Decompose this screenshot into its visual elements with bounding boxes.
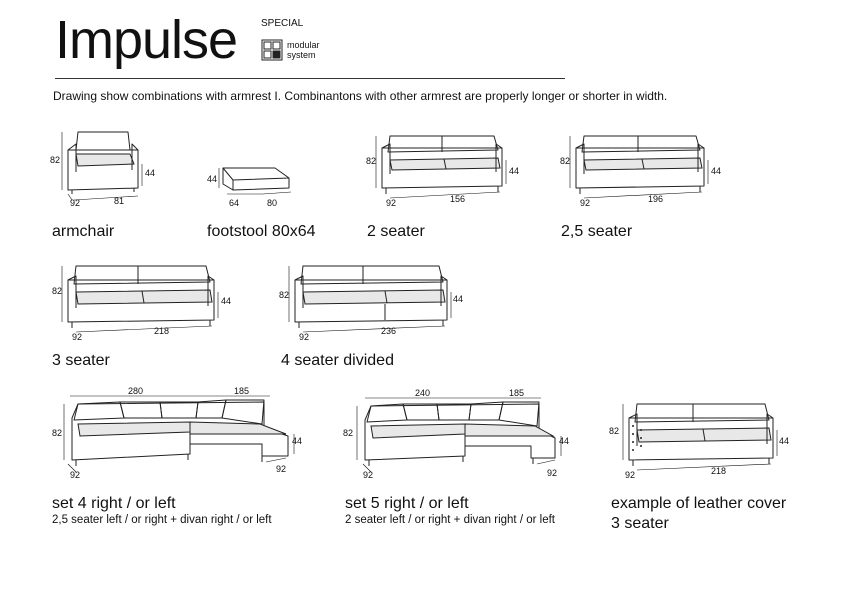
set5-depth2: 92 bbox=[547, 468, 557, 478]
three-seater-seat: 44 bbox=[221, 296, 231, 306]
armchair-height: 82 bbox=[50, 155, 60, 165]
leather-depth: 92 bbox=[625, 470, 635, 480]
footstool-depth: 64 bbox=[229, 198, 239, 208]
two-seater-height: 82 bbox=[366, 156, 376, 166]
set5-seat: 44 bbox=[559, 436, 569, 446]
three-seater-depth: 92 bbox=[72, 332, 82, 342]
armchair-seat: 44 bbox=[145, 168, 155, 178]
set4-drawing: 280 185 82 44 92 92 bbox=[52, 386, 302, 480]
set4-subcaption: 2,5 seater left / or right + divan right… bbox=[52, 514, 272, 526]
two-seater-depth: 92 bbox=[386, 198, 396, 208]
modular-label-line2: system bbox=[287, 50, 316, 60]
two-half-seater-drawing: 82 44 92 196 bbox=[560, 135, 721, 208]
armchair-drawing: 82 44 92 81 bbox=[50, 131, 155, 208]
leather-caption-2: 3 seater bbox=[611, 515, 669, 532]
four-seater-width: 236 bbox=[381, 326, 396, 336]
set5-height: 82 bbox=[343, 428, 353, 438]
leather-drawing: 82 44 92 218 bbox=[609, 403, 789, 480]
two-half-seater-depth: 92 bbox=[580, 198, 590, 208]
header-divider bbox=[55, 78, 565, 79]
set4-depth: 92 bbox=[70, 470, 80, 480]
modular-label-line1: modular bbox=[287, 40, 320, 50]
modular-system-label: modular system bbox=[287, 40, 320, 60]
set5-subcaption: 2 seater left / or right + divan right /… bbox=[345, 514, 555, 526]
intro-text: Drawing show combinations with armrest I… bbox=[53, 89, 668, 103]
set4-height: 82 bbox=[52, 428, 62, 438]
set4-width: 280 bbox=[128, 386, 143, 396]
leather-width: 218 bbox=[711, 466, 726, 476]
two-seater-drawing: 82 44 92 156 bbox=[366, 135, 519, 208]
set4-width2: 185 bbox=[234, 386, 249, 396]
set4-caption: set 4 right / or left bbox=[52, 495, 176, 512]
footstool-drawing: 44 64 80 bbox=[207, 167, 292, 208]
four-seater-depth: 92 bbox=[299, 332, 309, 342]
leather-height: 82 bbox=[609, 426, 619, 436]
modular-system-icon bbox=[261, 39, 283, 61]
footstool-caption: footstool 80x64 bbox=[207, 223, 316, 240]
two-half-seater-seat: 44 bbox=[711, 166, 721, 176]
two-half-seater-width: 196 bbox=[648, 194, 663, 204]
special-label: SPECIAL bbox=[261, 18, 304, 29]
two-seater-seat: 44 bbox=[509, 166, 519, 176]
set5-width2: 185 bbox=[509, 388, 524, 398]
set4-depth2: 92 bbox=[276, 464, 286, 474]
four-seater-caption: 4 seater divided bbox=[281, 352, 394, 369]
set5-caption: set 5 right / or left bbox=[345, 495, 469, 512]
two-half-seater-caption: 2,5 seater bbox=[561, 223, 633, 240]
four-seater-drawing: 82 44 92 236 bbox=[279, 265, 463, 342]
three-seater-height: 82 bbox=[52, 286, 62, 296]
armchair-caption: armchair bbox=[52, 223, 115, 240]
three-seater-width: 218 bbox=[154, 326, 169, 336]
two-seater-caption: 2 seater bbox=[367, 223, 425, 240]
set5-width: 240 bbox=[415, 388, 430, 398]
page-title: Impulse bbox=[55, 10, 238, 70]
two-seater-width: 156 bbox=[450, 194, 465, 204]
leather-caption: example of leather cover bbox=[611, 495, 787, 512]
tufting-dots bbox=[632, 425, 642, 451]
set5-drawing: 240 185 82 44 92 92 bbox=[343, 388, 569, 480]
leather-seat: 44 bbox=[779, 436, 789, 446]
two-half-seater-height: 82 bbox=[560, 156, 570, 166]
footstool-width: 80 bbox=[267, 198, 277, 208]
armchair-width: 81 bbox=[114, 196, 124, 206]
three-seater-caption: 3 seater bbox=[52, 352, 110, 369]
footstool-height: 44 bbox=[207, 174, 217, 184]
three-seater-drawing: 82 44 92 218 bbox=[52, 265, 231, 342]
four-seater-height: 82 bbox=[279, 290, 289, 300]
armchair-depth: 92 bbox=[70, 198, 80, 208]
set4-seat: 44 bbox=[292, 436, 302, 446]
four-seater-seat: 44 bbox=[453, 294, 463, 304]
set5-depth: 92 bbox=[363, 470, 373, 480]
